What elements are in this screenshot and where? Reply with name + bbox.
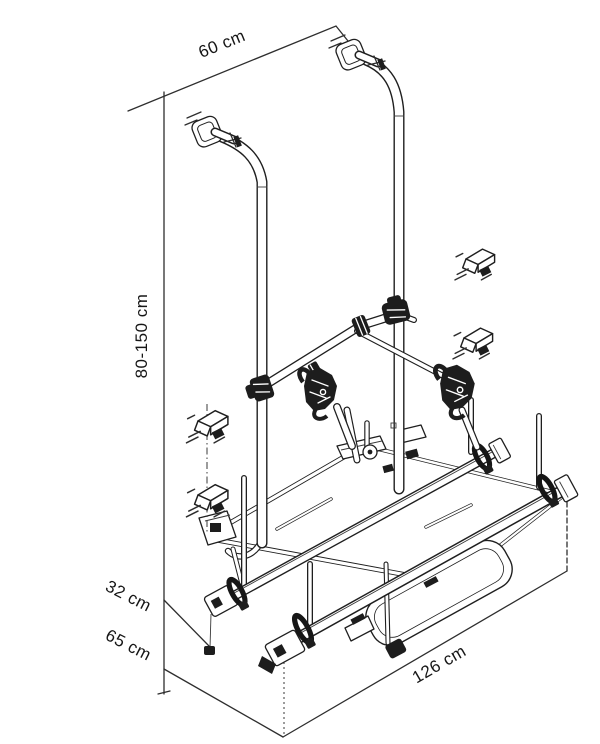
exploded-clips-right — [452, 248, 496, 360]
junction-collar — [351, 315, 371, 337]
dimension-label-width: 60 cm — [196, 26, 248, 62]
bar-end-plate — [553, 474, 579, 503]
left-elbow-fitting — [245, 374, 275, 402]
dimension-label-length: 126 cm — [409, 641, 469, 687]
front-bumper-bar — [258, 413, 579, 674]
mounting-plate — [336, 435, 387, 460]
right-elbow-fitting — [381, 295, 411, 325]
left-wall-bracket — [185, 112, 242, 149]
dimension-label-ground-clearance: 65 cm — [102, 626, 154, 665]
bar-end-plate — [488, 437, 511, 464]
left-rail-clamp-block — [299, 368, 356, 450]
spoiler-panel — [344, 539, 513, 659]
exploded-clips-left — [185, 404, 229, 534]
upright-tubes — [216, 54, 405, 549]
dimension-label-height-range: 80-150 cm — [132, 294, 151, 379]
bar-end-cap — [203, 585, 239, 617]
rear-bumper-bar — [203, 397, 511, 655]
dimension-label-bar-offset: 32 cm — [102, 577, 154, 616]
dimension-lines — [127, 25, 568, 738]
right-rail-clamp-block — [435, 365, 481, 451]
bar-end-cap — [264, 629, 306, 667]
right-wall-bracket — [329, 35, 386, 72]
spread-bars — [262, 310, 456, 389]
